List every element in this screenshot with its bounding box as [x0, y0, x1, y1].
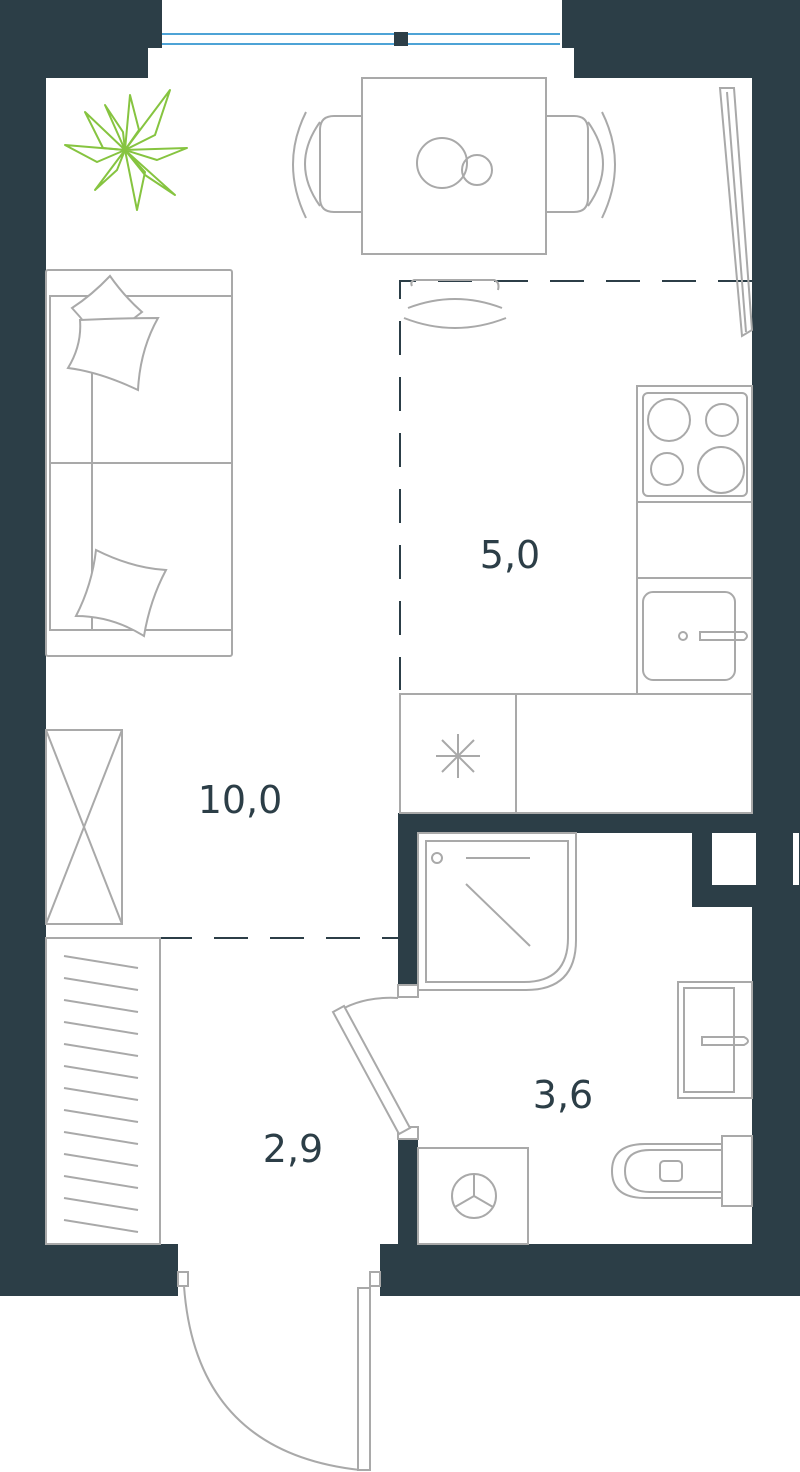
entrance-door: [177, 1271, 381, 1471]
wardrobe: [45, 729, 123, 925]
kitchen-counter: [399, 385, 753, 814]
plant-icon: [64, 89, 188, 211]
stove-icon: [642, 392, 748, 497]
kitchen-area-label: 5,0: [480, 533, 540, 577]
shoe-rack: [45, 937, 161, 1245]
kitchen-sink-icon: [642, 591, 748, 681]
fridge-icon: [436, 734, 480, 778]
window-top: [162, 30, 562, 48]
bathroom-area-label: 3,6: [533, 1073, 593, 1117]
washing-machine-icon: [417, 1147, 529, 1245]
shower-icon: [417, 832, 577, 991]
walls: [0, 0, 800, 1296]
bathroom-door: [331, 984, 419, 1140]
living-room-area-label: 10,0: [198, 778, 283, 822]
bathroom-sink-icon: [677, 981, 753, 1099]
hall-area-label: 2,9: [263, 1127, 323, 1171]
pillow-icon: [66, 274, 168, 638]
dining-chair-bottom: [403, 279, 507, 329]
dining-table: [361, 77, 547, 255]
dining-chair-left: [292, 111, 362, 219]
window-sash: [718, 87, 754, 338]
toilet-icon: [610, 1135, 753, 1207]
dining-chair-right: [546, 111, 616, 219]
